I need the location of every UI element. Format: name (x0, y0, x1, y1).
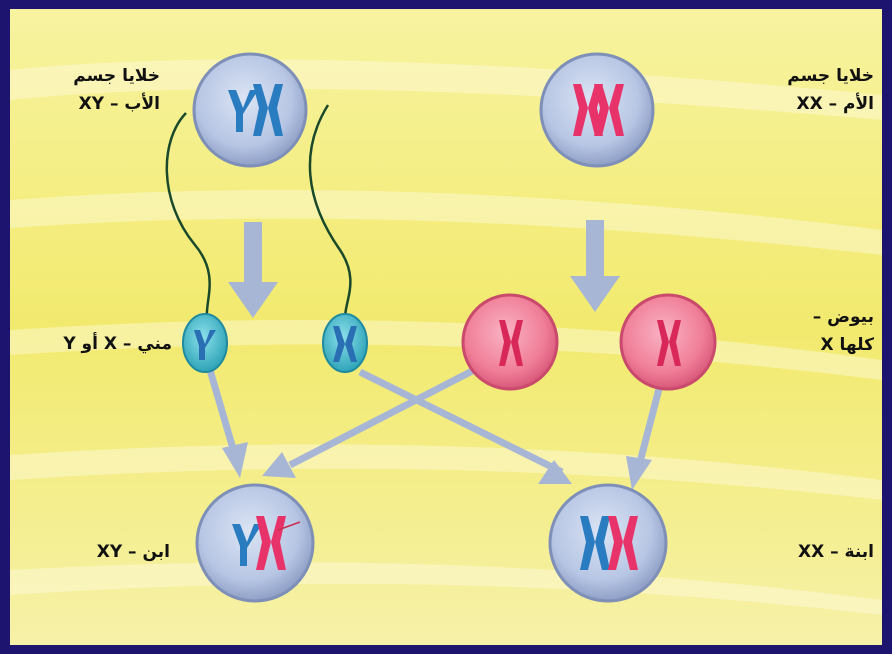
y-chromosome-icon (228, 90, 258, 132)
mother-body-cell (539, 52, 655, 168)
x-chromosome-icon (594, 84, 624, 136)
father-body-cell (192, 52, 308, 168)
arrow-mother-to-eggs (570, 220, 620, 312)
egg-cell-right (619, 293, 717, 391)
cross-arrows (206, 364, 664, 490)
mother-label-line1: خلايا جسم (787, 66, 874, 86)
x-chromosome-icon (657, 320, 681, 366)
father-label-line1: خلايا جسم (73, 66, 160, 86)
arrow-egg-to-daughter (636, 384, 664, 463)
x-chromosome-icon (256, 516, 286, 570)
arrow-head-daughter-right (626, 456, 652, 490)
pointer-line (277, 521, 301, 531)
arrow-head-son-right (262, 452, 296, 478)
son-label: XY – ابن (96, 542, 170, 562)
x-chromosome-icon (499, 320, 523, 366)
x-chromosome-icon (333, 326, 357, 362)
x-chromosome-icon (253, 84, 283, 136)
daughter-cell (548, 483, 668, 603)
father-body-cells-label: خلايا جسم الأب – XY (40, 62, 160, 118)
eggs-label-line2: كلها X (820, 335, 874, 355)
egg-cell-left (461, 293, 559, 391)
daughter-label: XX – ابنة (797, 542, 874, 562)
arrow-egg-to-son (288, 364, 480, 469)
diagram-background (10, 9, 882, 645)
arrow-head-daughter-left (538, 460, 572, 484)
eggs-label: بيوض – كلها X (752, 303, 874, 359)
arrow-x-sperm-to-daughter (358, 368, 564, 476)
y-chromosome-icon (232, 524, 262, 566)
sperm-y (182, 313, 228, 373)
x-chromosome-icon (608, 516, 638, 570)
mother-label-line2: الأم – XX (796, 94, 874, 114)
mother-body-cells-label: خلايا جسم الأم – XX (752, 62, 874, 118)
sperm-label: مني – X أو Y (63, 334, 172, 354)
arrow-head-son-left (222, 442, 248, 478)
sperm-tail-x (308, 104, 352, 319)
y-chromosome-icon (194, 330, 216, 360)
x-chromosome-icon (580, 516, 610, 570)
eggs-label-line1: بيوض – (812, 307, 874, 327)
son-cell (195, 483, 315, 603)
sperm-tail-y (165, 112, 211, 319)
arrow-y-sperm-to-son (206, 369, 238, 453)
arrow-father-to-sperm (228, 222, 278, 318)
sperm-x (322, 313, 368, 373)
father-label-line2: الأب – XY (78, 94, 160, 114)
